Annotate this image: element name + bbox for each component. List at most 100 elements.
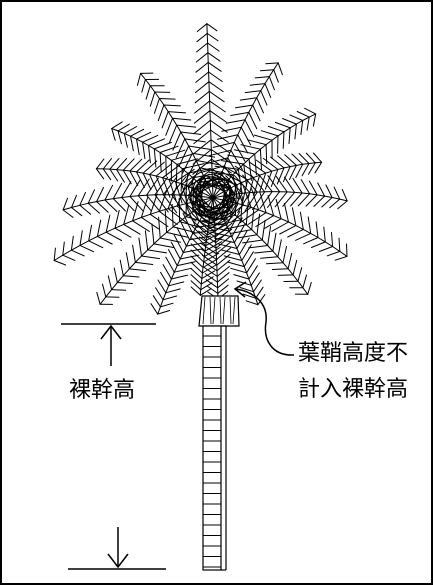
frond-leaflet	[304, 107, 317, 115]
frond-leaflet	[180, 131, 202, 135]
frond-leaflet	[213, 197, 234, 216]
frond-leaflet	[267, 125, 285, 133]
frond-rachis	[185, 239, 190, 247]
frond-leaflet	[208, 149, 232, 157]
frond-rachis	[195, 159, 201, 169]
frond-leaflet	[251, 188, 260, 211]
frond-leaflet	[216, 272, 230, 283]
frond-leaflet	[296, 111, 310, 118]
frond-leaflet	[295, 163, 304, 178]
frond-rachis	[182, 245, 187, 253]
frond-leaflet	[202, 183, 230, 189]
frond-rachis	[339, 250, 348, 257]
frond-leaflet	[116, 282, 133, 284]
palm-frond	[150, 185, 233, 315]
frond-rachis	[267, 245, 274, 252]
frond-leaflet	[192, 173, 218, 179]
frond-leaflet	[170, 274, 188, 280]
frond-leaflet	[225, 119, 246, 124]
sheath-fiber	[229, 296, 232, 325]
frond-leaflet	[193, 206, 215, 221]
frond-leaflet	[113, 267, 118, 283]
frond-rachis	[201, 272, 203, 279]
frond-leaflet	[136, 171, 145, 188]
frond-rachis	[166, 226, 174, 233]
frond-leaflet	[212, 141, 235, 148]
frond-leaflet	[196, 224, 216, 238]
frond-leaflet	[264, 170, 273, 190]
frond-rachis	[180, 131, 186, 140]
frond-rachis	[302, 116, 310, 121]
frond-leaflet	[234, 190, 237, 216]
frond-leaflet	[87, 189, 95, 204]
frond-leaflet	[331, 232, 334, 247]
frond-rachis	[308, 113, 317, 118]
frond-rachis	[212, 197, 220, 203]
frond-rachis	[158, 208, 169, 212]
frond-rachis	[245, 224, 253, 231]
frond-rachis	[105, 289, 113, 298]
frond-rachis	[295, 225, 304, 230]
frond-rachis	[324, 241, 334, 247]
frond-leaflet	[259, 172, 267, 193]
frond-leaflet	[282, 246, 287, 264]
frond-leaflet	[248, 161, 267, 174]
frond-leaflet	[96, 235, 113, 245]
frond-leaflet	[300, 120, 304, 135]
frond-leaflet	[191, 231, 207, 247]
palm-frond	[208, 177, 348, 261]
frond-leaflet	[215, 241, 232, 255]
frond-leaflet	[261, 219, 266, 241]
frond-leaflet	[313, 195, 326, 207]
frond-leaflet	[284, 176, 296, 193]
frond-leaflet	[248, 245, 269, 249]
frond-leaflet	[301, 163, 310, 177]
frond-rachis	[295, 163, 304, 166]
frond-rachis	[202, 209, 207, 216]
frond-leaflet	[297, 267, 303, 282]
frond-rachis	[232, 168, 239, 176]
frond-leaflet	[136, 159, 150, 173]
palm-frond	[191, 191, 234, 300]
frond-rachis	[236, 248, 240, 255]
frond-leaflet	[265, 62, 279, 65]
frond-leaflet	[158, 98, 176, 100]
frond-rachis	[209, 213, 211, 220]
frond-leaflet	[277, 274, 294, 276]
frond-rachis	[123, 220, 134, 225]
frond-leaflet	[287, 252, 293, 270]
frond-rachis	[200, 283, 202, 291]
frond-leaflet	[196, 42, 209, 53]
frond-rachis	[71, 204, 81, 208]
frond-leaflet	[123, 126, 138, 134]
frond-leaflet	[275, 198, 282, 220]
frond-leaflet	[242, 239, 263, 244]
frond-leaflet	[240, 126, 252, 146]
frond-leaflet	[145, 85, 151, 100]
frond-leaflet	[121, 197, 135, 212]
frond-rachis	[62, 207, 72, 211]
frond-leaflet	[291, 153, 304, 165]
frond-rachis	[256, 234, 263, 241]
frond-rachis	[292, 274, 299, 282]
frond-rachis	[233, 134, 239, 143]
frond-leaflet	[253, 279, 262, 293]
frond-rachis	[159, 152, 167, 157]
frond-leaflet	[205, 279, 219, 289]
frond-leaflet	[114, 227, 132, 238]
frond-leaflet	[111, 128, 116, 141]
frond-leaflet	[289, 114, 304, 121]
frond-leaflet	[104, 184, 114, 201]
frond-rachis	[249, 191, 258, 194]
frond-leaflet	[142, 160, 158, 174]
frond-leaflet	[200, 282, 213, 291]
frond-rachis	[331, 197, 341, 200]
frond-rachis	[170, 271, 175, 280]
frond-leaflet	[153, 243, 174, 248]
frond-leaflet	[136, 72, 142, 86]
frond-leaflet	[270, 169, 279, 187]
frond-leaflet	[237, 192, 251, 213]
frond-leaflet	[217, 134, 239, 140]
frond-leaflet	[239, 97, 258, 101]
frond-rachis	[286, 191, 296, 193]
